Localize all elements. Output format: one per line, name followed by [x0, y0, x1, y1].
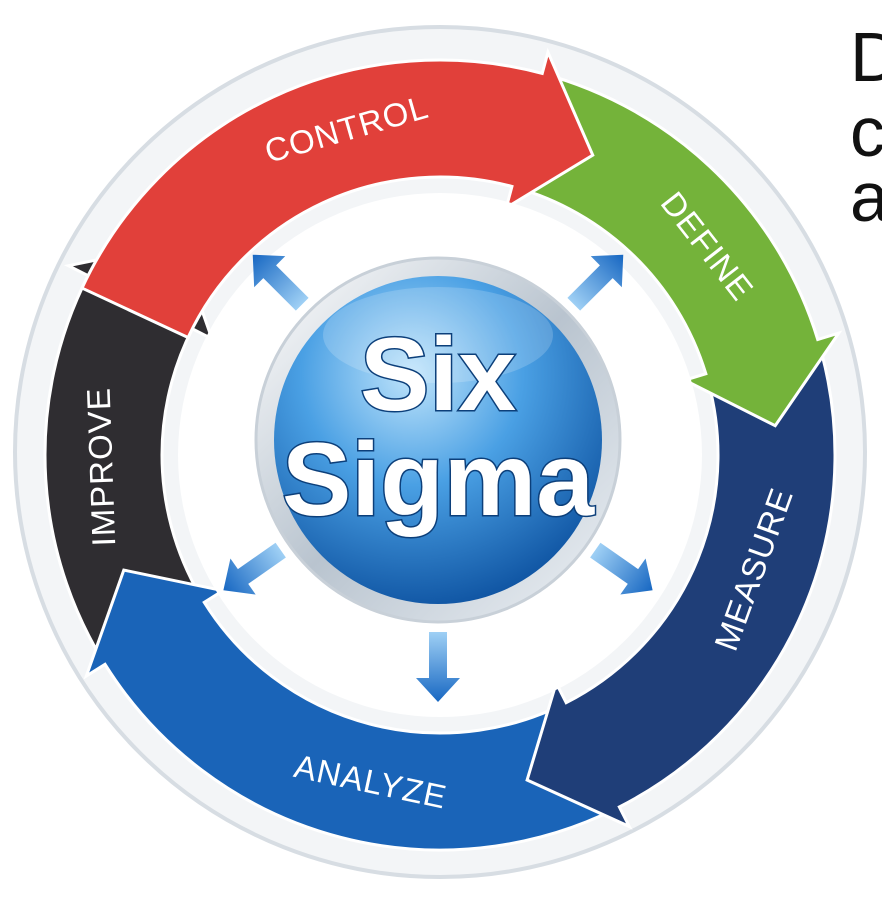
side-text-line1: D [850, 18, 882, 96]
ray-arrow-4 [416, 632, 460, 702]
ray-arrow-2 [567, 254, 624, 311]
segment-measure [525, 324, 837, 830]
segment-improve [43, 241, 215, 678]
segment-analyze [83, 568, 634, 852]
ray-arrow-1 [252, 254, 309, 311]
segment-control [80, 47, 595, 340]
ray-arrow-3 [590, 542, 653, 595]
core-highlight [323, 287, 553, 383]
center-title-line1: Six [360, 317, 516, 433]
radiating-arrows [223, 254, 653, 702]
side-text-line2: c [850, 93, 882, 171]
core-sphere [274, 276, 602, 604]
center-title-line2: Sigma [282, 422, 595, 538]
ray-arrow-5 [223, 542, 286, 595]
side-text-line3: a [850, 158, 882, 236]
segment-label-improve: IMPROVE [80, 387, 123, 547]
